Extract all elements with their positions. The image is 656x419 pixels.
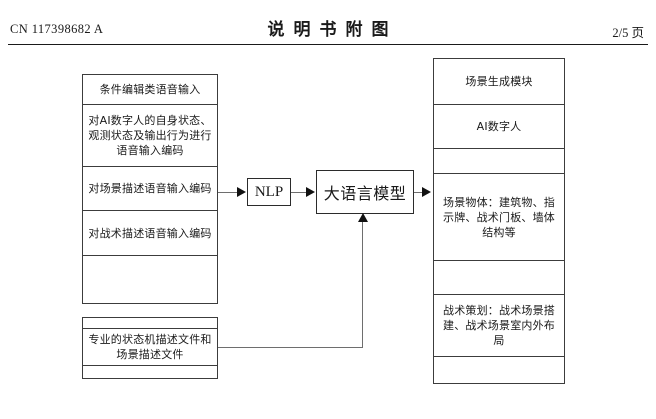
connector-input-to-nlp [218, 192, 240, 194]
page-header: CN 117398682 A 说明书附图 2/5 页 [0, 0, 656, 46]
arrow-documents-to-llm-icon [358, 213, 368, 222]
header-divider [8, 44, 648, 45]
input-row-condition-edit: 条件编辑类语音输入 [83, 75, 217, 105]
output-row-scene-generation-module: 场景生成模块 [434, 59, 564, 105]
arrow-nlp-to-llm-icon [306, 187, 315, 197]
connector-documents-horizontal [218, 347, 363, 349]
document-row-spacer-bottom [83, 366, 217, 378]
connector-nlp-to-llm [291, 192, 308, 194]
page-number: 2/5 页 [612, 26, 644, 40]
arrow-llm-to-output-icon [422, 187, 431, 197]
connector-documents-vertical [362, 222, 364, 348]
output-row-spacer-1 [434, 149, 564, 174]
nlp-node: NLP [247, 178, 291, 206]
voice-input-encoding-table: 条件编辑类语音输入 对AI数字人的自身状态、观测状态及输出行为进行语音输入编码 … [82, 74, 218, 304]
page-title: 说明书附图 [267, 20, 398, 40]
arrow-input-to-nlp-icon [237, 187, 246, 197]
input-row-tactics-description: 对战术描述语音输入编码 [83, 211, 217, 256]
input-row-ai-digital-human-state: 对AI数字人的自身状态、观测状态及输出行为进行语音输入编码 [83, 105, 217, 167]
output-row-spacer-3 [434, 357, 564, 383]
output-row-tactical-planning: 战术策划：战术场景搭建、战术场景室内外布局 [434, 295, 564, 357]
output-row-spacer-2 [434, 261, 564, 295]
connector-llm-to-output [414, 192, 425, 194]
document-row-state-machine-files: 专业的状态机描述文件和场景描述文件 [83, 329, 217, 366]
input-row-spacer [83, 256, 217, 302]
output-row-scene-objects: 场景物体：建筑物、指示牌、战术门板、墙体结构等 [434, 174, 564, 261]
input-row-scene-description: 对场景描述语音输入编码 [83, 167, 217, 211]
scene-generation-module-table: 场景生成模块 AI数字人 场景物体：建筑物、指示牌、战术门板、墙体结构等 战术策… [433, 58, 565, 384]
description-files-table: 专业的状态机描述文件和场景描述文件 [82, 317, 218, 379]
publication-number: CN 117398682 A [10, 22, 104, 36]
output-row-ai-digital-human: AI数字人 [434, 105, 564, 149]
large-language-model-node: 大语言模型 [316, 170, 414, 214]
document-row-spacer-top [83, 318, 217, 329]
